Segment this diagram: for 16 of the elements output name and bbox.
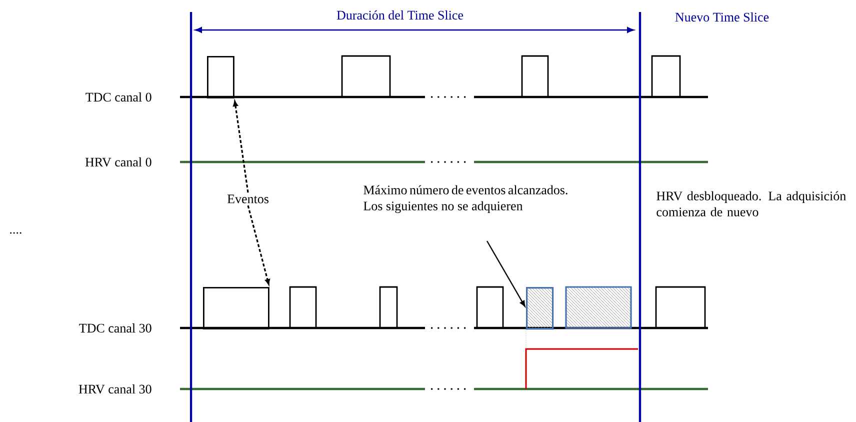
hatched-pulse xyxy=(526,287,554,330)
arrow xyxy=(233,100,249,193)
arrow xyxy=(247,205,270,285)
ellipsis-label: .... xyxy=(10,232,22,234)
note-text: HRV desbloqueado. La adquisición comienza de nuevo xyxy=(656,191,846,216)
channel-label: TDC canal 0 xyxy=(86,92,152,102)
annotation-text: Máximo número de eventos alcanzados. Los siguientes no se adquieren xyxy=(364,185,568,214)
channel-label: HRV canal 30 xyxy=(78,384,152,394)
dimension-label: Duración del Time Slice xyxy=(336,10,464,20)
arrow xyxy=(486,240,526,307)
channel-label: HRV canal 0 xyxy=(85,157,152,167)
pulse xyxy=(203,287,270,330)
annotation-text: Eventos xyxy=(227,194,268,204)
pulse xyxy=(207,56,234,98)
channel-label: TDC canal 30 xyxy=(79,323,152,333)
heading-label: Nuevo Time Slice xyxy=(675,12,769,22)
